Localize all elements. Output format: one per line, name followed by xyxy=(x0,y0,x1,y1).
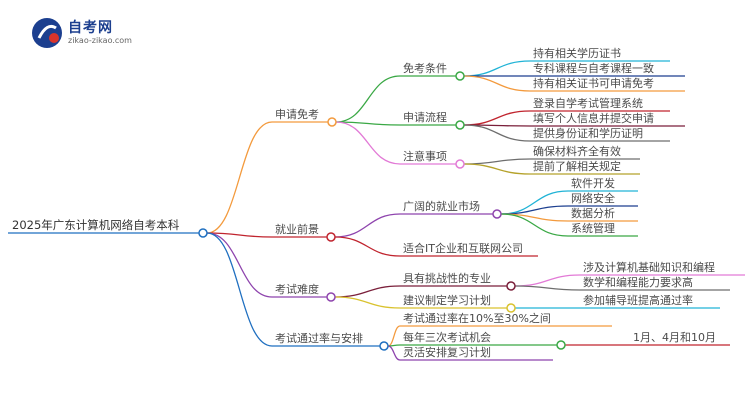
sub-link xyxy=(334,296,401,309)
sub-label: 灵活安排复习计划 xyxy=(403,345,491,359)
sub-link xyxy=(335,121,401,126)
logo-title: 自考网 xyxy=(68,20,113,36)
leaf-link xyxy=(463,163,531,175)
sub-link xyxy=(334,236,401,257)
sub-node-dot xyxy=(492,209,502,219)
branch-label: 考试通过率与安排 xyxy=(275,331,363,345)
leaf-label: 软件开发 xyxy=(571,176,615,190)
leaf-link xyxy=(463,110,531,126)
leaf-label: 确保材料齐全有效 xyxy=(533,144,621,158)
leaf-link xyxy=(463,60,531,77)
leaf-label: 1月、4月和10月 xyxy=(633,331,716,344)
mindmap-links xyxy=(8,60,745,361)
leaf-label: 专科课程与自考课程一致 xyxy=(533,61,654,75)
sub-label: 建议制定学习计划 xyxy=(403,293,491,307)
sub-link xyxy=(387,325,401,347)
branch-node-dot xyxy=(327,117,337,127)
leaf-label: 提前了解相关规定 xyxy=(533,159,621,173)
sub-label: 适合IT企业和互联网公司 xyxy=(403,241,523,255)
sub-label: 注意事项 xyxy=(403,149,447,163)
sub-node-dot xyxy=(455,120,465,130)
logo-subtitle: zikao-zikao.com xyxy=(68,36,132,45)
branch-link xyxy=(206,232,273,298)
branch-link xyxy=(206,232,273,238)
branch-link xyxy=(206,121,273,234)
leaf-link xyxy=(514,274,581,287)
leaf-label: 持有相关证书可申请免考 xyxy=(533,76,654,90)
leaf-label: 持有相关学历证书 xyxy=(533,46,621,60)
mindmap-nodes: 2025年广东计算机网络自考本科 申请免考 免考条件 持有相关学历证书专科课程与自考课… xyxy=(12,46,716,359)
sub-node-dot xyxy=(506,303,516,313)
leaf-label: 参加辅导班提高通过率 xyxy=(583,293,693,307)
sub-node-dot xyxy=(556,340,566,350)
branch-node-dot xyxy=(379,341,389,351)
sub-node-dot xyxy=(455,71,465,81)
leaf-label: 数学和编程能力要求高 xyxy=(583,275,693,289)
logo-icon xyxy=(32,18,62,48)
sub-label: 广阔的就业市场 xyxy=(403,199,480,213)
sub-label: 考试通过率在10%至30%之间 xyxy=(403,311,551,325)
branch-label: 申请免考 xyxy=(275,107,319,121)
sub-link xyxy=(335,75,401,123)
branch-link xyxy=(206,232,273,347)
branch-label: 就业前景 xyxy=(275,222,319,236)
sub-link xyxy=(334,285,401,298)
branch-node-dot xyxy=(326,232,336,242)
root-node-dot xyxy=(198,228,208,238)
root-node-label: 2025年广东计算机网络自考本科 xyxy=(12,218,180,232)
leaf-label: 登录自学考试管理系统 xyxy=(533,96,643,110)
branch-label: 考试难度 xyxy=(275,282,319,296)
sub-node-dot xyxy=(506,281,516,291)
sub-label: 具有挑战性的专业 xyxy=(403,271,491,285)
leaf-label: 涉及计算机基础知识和编程 xyxy=(583,260,715,274)
sub-link xyxy=(387,345,401,361)
leaf-link xyxy=(463,158,531,165)
leaf-label: 提供身份证和学历证明 xyxy=(533,126,643,140)
sub-label: 免考条件 xyxy=(403,61,447,75)
branch-node-dot xyxy=(326,292,336,302)
site-logo: 自考网 zikao-zikao.com xyxy=(30,14,180,54)
sub-link xyxy=(334,213,401,238)
leaf-link xyxy=(514,285,581,291)
sub-link xyxy=(335,121,401,165)
sub-label: 每年三次考试机会 xyxy=(403,330,491,344)
leaf-label: 填写个人信息并提交申请 xyxy=(533,111,654,125)
leaf-link xyxy=(500,213,569,237)
leaf-label: 系统管理 xyxy=(571,221,615,235)
leaf-link xyxy=(463,124,531,142)
sub-node-dot xyxy=(455,159,465,169)
sub-label: 申请流程 xyxy=(403,110,447,124)
leaf-link xyxy=(463,75,531,92)
leaf-label: 网络安全 xyxy=(571,191,615,205)
leaf-label: 数据分析 xyxy=(571,206,615,220)
